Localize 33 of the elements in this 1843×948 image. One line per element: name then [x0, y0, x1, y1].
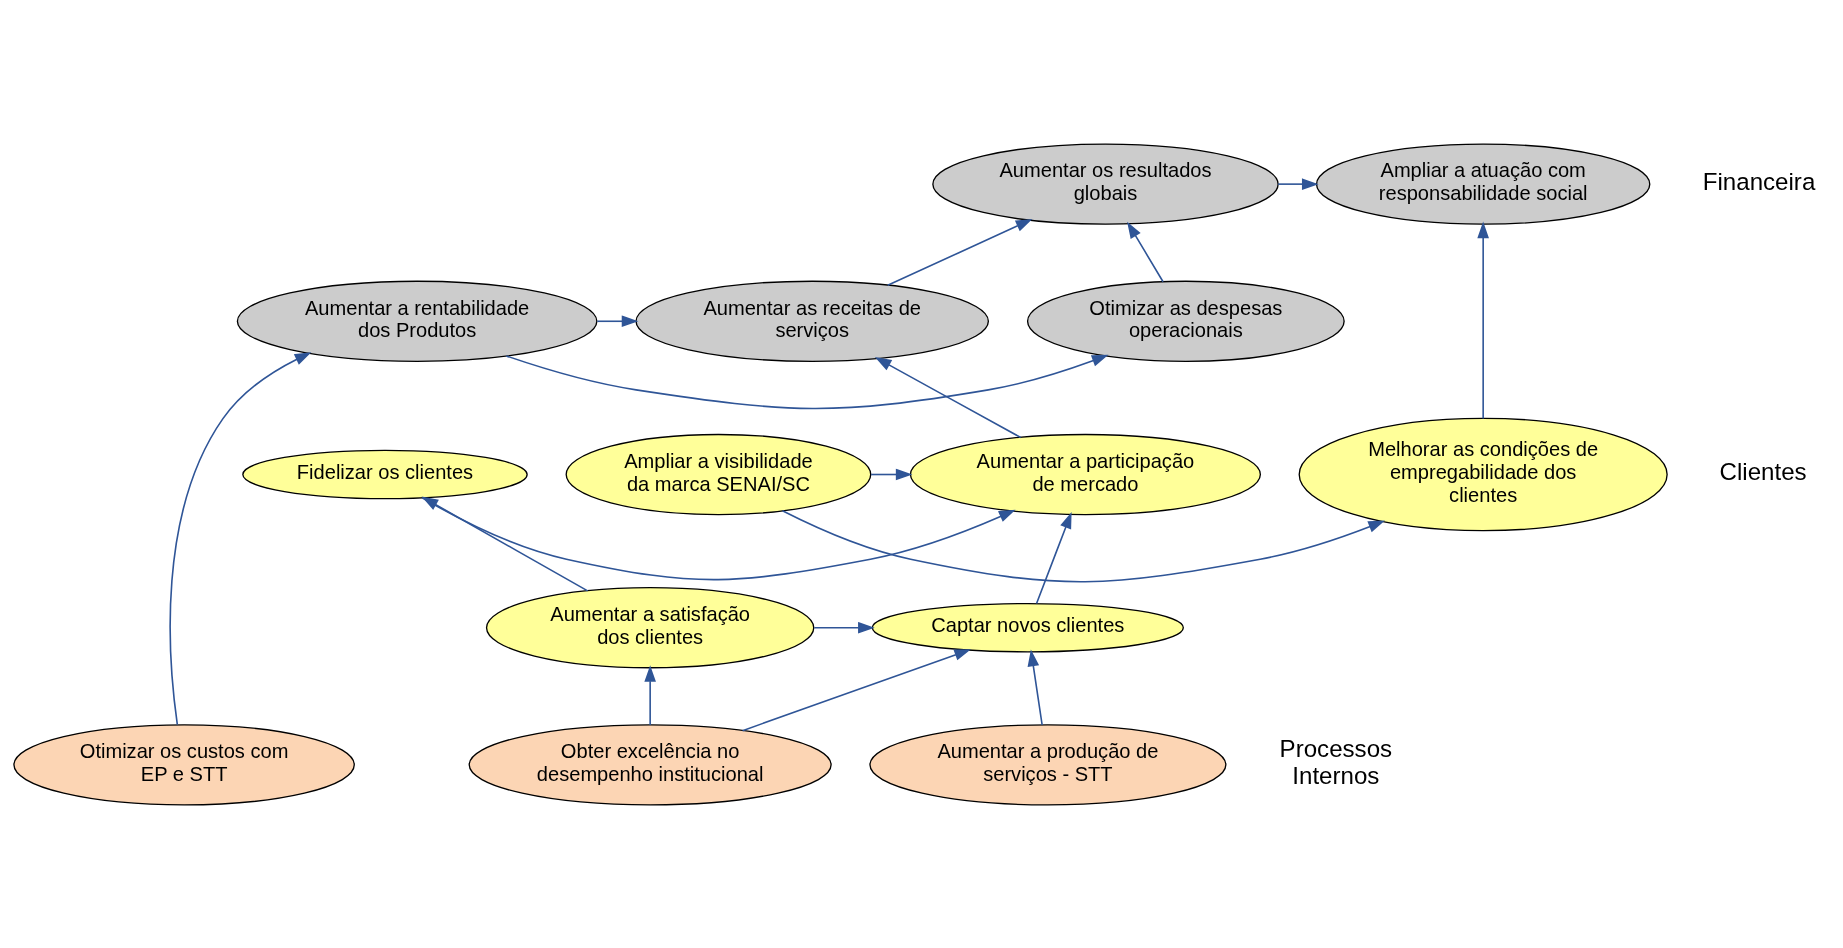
arrow [870, 468, 913, 480]
node-ellipse: Captar novos clientes [871, 602, 1184, 652]
arrow [886, 218, 1033, 286]
arrow [741, 648, 972, 731]
node-ellipse: Otimizar as despesas operacionais [1026, 280, 1345, 362]
node-ellipse: Aumentar a produção de serviços - STT [869, 723, 1227, 806]
node-ellipse: Aumentar a rentabilidade dos Produtos [236, 280, 598, 362]
node-ellipse: Aumentar a participação de mercado [909, 433, 1261, 515]
node-ellipse: Aumentar a satisfação dos clientes [485, 586, 815, 668]
arrow [874, 356, 1022, 438]
label: Financeira [1702, 167, 1816, 195]
arrow [1277, 177, 1319, 190]
label: Processos Internos [1279, 734, 1393, 789]
arrow [596, 314, 639, 327]
node-ellipse: Aumentar as receitas de serviços [635, 280, 990, 362]
node-ellipse: Otimizar os custos com EP e STT [13, 723, 355, 806]
label: Clientes [1719, 457, 1807, 485]
arrow [781, 509, 1385, 582]
node-ellipse: Ampliar a atuação com responsabilidade social [1315, 142, 1651, 225]
node-ellipse: Fidelizar os clientes [242, 449, 528, 499]
arrow [505, 354, 1109, 409]
arrow [1027, 649, 1043, 726]
arrow [813, 621, 875, 634]
arrow [1477, 221, 1489, 419]
arrow [421, 496, 1016, 580]
arrow [1035, 511, 1072, 604]
arrow [421, 496, 589, 592]
arrow [1127, 221, 1164, 283]
node-ellipse: Aumentar os resultados globais [932, 142, 1279, 225]
arrow [169, 351, 312, 726]
node-ellipse: Obter excelência no desempenho institucional [468, 723, 832, 806]
node-ellipse: Ampliar a visibilidade da marca SENAI/SC [565, 433, 872, 515]
arrow [644, 664, 656, 726]
